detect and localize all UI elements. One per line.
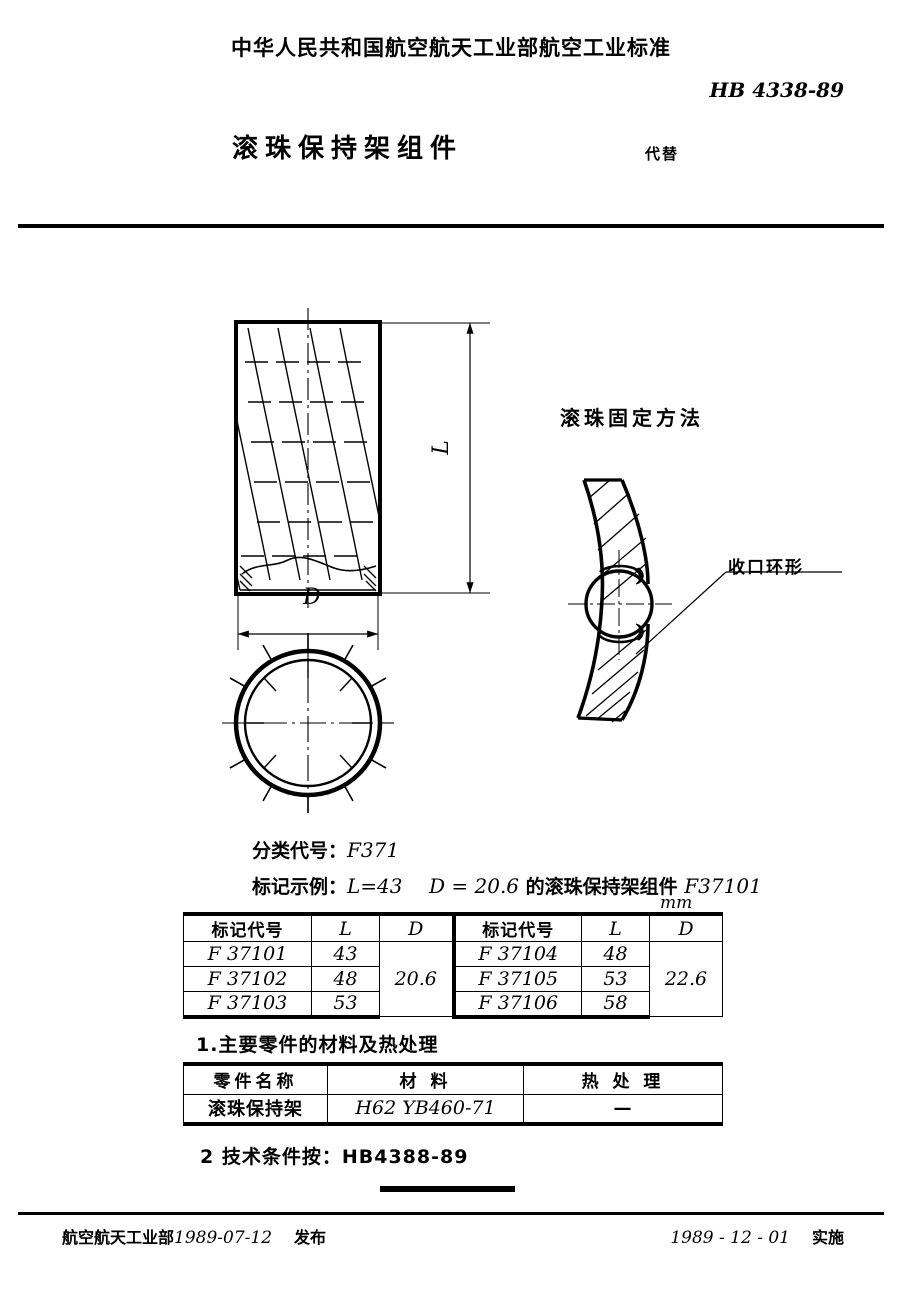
classification-code-line: 分类代号：F371: [252, 836, 399, 863]
cell-L: 48: [311, 966, 380, 992]
cell-D-group-left: 20.6: [379, 941, 454, 1017]
col-header-material: 材 料: [327, 1062, 524, 1095]
col-header-part-name: 零件名称: [183, 1062, 328, 1095]
cage-end-view: [222, 633, 394, 813]
footer-divider-rule: [18, 1212, 884, 1215]
footer-issue-date: 1989-07-12: [174, 1228, 273, 1248]
table-row: F 37101 43 20.6 F 37104 48 22.6: [183, 941, 723, 1017]
footer-issue-info: 航空航天工业部1989-07-12 发布: [62, 1224, 326, 1248]
technical-drawing-area: 滚珠固定方法 收口环形 L D: [0, 250, 902, 830]
cell-code: F 37103: [183, 991, 312, 1019]
dimension-table: 标记代号 L D 标记代号 L D F 37101 43 20.6 F 3710…: [183, 912, 723, 1019]
unit-label-mm: mm: [660, 893, 693, 913]
cage-front-view: [234, 308, 382, 608]
material-table: 零件名称 材 料 热 处 理 滚珠保持架 H62 YB460-71 —: [183, 1062, 723, 1126]
dimension-L: [380, 322, 490, 594]
ministry-standard-heading: 中华人民共和国航空航天工业部航空工业标准: [231, 36, 671, 60]
col-header-D-right: D: [649, 912, 723, 942]
col-header-L-left: L: [311, 912, 380, 942]
marking-example-desc: 的滚珠保持架组件: [525, 876, 678, 898]
standard-number: HB 4338-89: [709, 78, 844, 102]
marking-example-D: D = 20.6: [428, 874, 520, 898]
engineering-drawing-svg: [222, 308, 842, 813]
cell-code: F 37102: [183, 966, 312, 992]
col-header-code-left: 标记代号: [183, 912, 312, 942]
marking-example-L: L=43: [347, 874, 403, 898]
cell-part-name: 滚珠保持架: [183, 1093, 328, 1126]
table-row: F 37102 48 F 37105 53: [183, 966, 723, 992]
replaces-label: 代替: [645, 145, 680, 163]
note-2-technical-conditions: 2 技术条件按：HB4388-89: [200, 1146, 469, 1168]
col-header-L-right: L: [581, 912, 650, 942]
cell-code: F 37106: [451, 991, 582, 1019]
cell-code: F 37105: [451, 966, 582, 992]
section-separator-bar: [380, 1186, 515, 1192]
footer-effective-info: 1989 - 12 - 01 实施: [670, 1224, 844, 1248]
detail-view-caption: 滚珠固定方法: [560, 406, 704, 430]
footer-issuer: 航空航天工业部: [62, 1228, 175, 1247]
cell-L: 58: [581, 991, 650, 1019]
callout-label-swaged-ring: 收口环形: [728, 558, 804, 578]
col-header-code-right: 标记代号: [451, 912, 582, 942]
header-divider-rule: [18, 224, 884, 228]
note-1-material-heat-treatment: 1.主要零件的材料及热处理: [196, 1034, 439, 1056]
dimension-label-D: D: [303, 585, 321, 610]
marking-example-code: F37101: [684, 874, 762, 898]
col-header-heat-treatment: 热 处 理: [523, 1062, 723, 1095]
footer-effective-date: 1989 - 12 - 01: [670, 1228, 790, 1248]
cell-L: 43: [311, 941, 380, 967]
classification-code-value: F371: [347, 838, 400, 862]
table-row: F 37103 53 F 37106 58: [183, 991, 723, 1019]
cell-D-group-right: 22.6: [649, 941, 723, 1017]
material-table-row: 滚珠保持架 H62 YB460-71 —: [183, 1093, 723, 1126]
table-header-row: 标记代号 L D 标记代号 L D: [183, 912, 723, 942]
cell-L: 53: [311, 991, 380, 1019]
footer-effective-action: 实施: [811, 1228, 844, 1247]
page-title: 滚珠保持架组件: [232, 134, 464, 164]
col-header-D-left: D: [379, 912, 454, 942]
dimension-label-L: L: [428, 440, 454, 455]
ball-fixing-detail-view: [568, 478, 842, 723]
footer-issue-action: 发布: [294, 1228, 327, 1247]
cell-L: 53: [581, 966, 650, 992]
material-table-header-row: 零件名称 材 料 热 处 理: [183, 1062, 723, 1095]
marking-example-label: 标记示例：: [252, 876, 348, 898]
cell-heat-treatment: —: [523, 1093, 723, 1126]
cell-L: 48: [581, 941, 650, 967]
classification-code-label: 分类代号：: [252, 840, 348, 862]
marking-example-line: 标记示例：L=43 D = 20.6 的滚珠保持架组件 F37101: [252, 872, 762, 899]
cell-material: H62 YB460-71: [327, 1093, 524, 1126]
cell-code: F 37104: [451, 941, 582, 967]
cell-code: F 37101: [183, 941, 312, 967]
